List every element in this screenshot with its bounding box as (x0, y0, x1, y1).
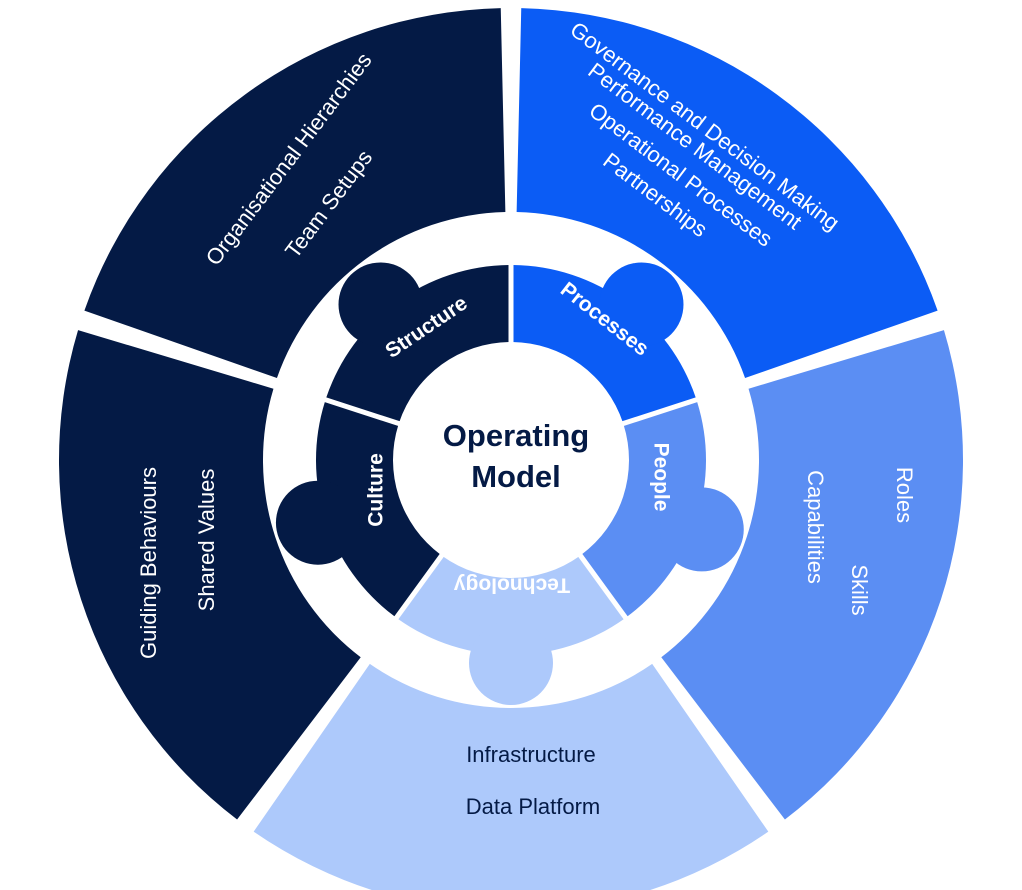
outer-item-culture: Guiding Behaviours (136, 467, 161, 659)
outer-segment-processes (516, 8, 938, 379)
center-title-line1: Operating (443, 418, 589, 453)
outer-segment-technology (253, 663, 769, 890)
inner-separator (577, 552, 660, 664)
inner-segment-culture (275, 401, 441, 617)
outer-item-technology: Data Platform (466, 794, 601, 819)
inner-ring (272, 210, 750, 705)
inner-separator (272, 380, 402, 427)
pillar-label-technology: Technology (454, 573, 571, 596)
outer-item-people: Roles (892, 467, 917, 523)
inner-segment-technology (398, 556, 624, 705)
outer-segment-culture (58, 330, 361, 820)
pillar-label-culture: Culture (365, 453, 388, 527)
center-title-line2: Model (471, 459, 561, 494)
pillar-label-people: People (649, 443, 672, 512)
outer-segment-structure (84, 8, 506, 379)
outer-item-culture: Shared Values (194, 469, 219, 612)
outer-ring (58, 8, 964, 890)
outer-segment-people (661, 330, 964, 820)
center-circle (394, 343, 628, 577)
inner-segment-processes (512, 262, 696, 423)
inner-separator (362, 552, 445, 664)
inner-segment-people (581, 401, 744, 617)
inner-separator (620, 380, 750, 427)
outer-item-people: Capabilities (803, 470, 828, 584)
inner-segment-structure (326, 262, 510, 423)
outer-item-technology: Infrastructure (466, 742, 596, 767)
outer-item-people: Skills (847, 564, 872, 615)
